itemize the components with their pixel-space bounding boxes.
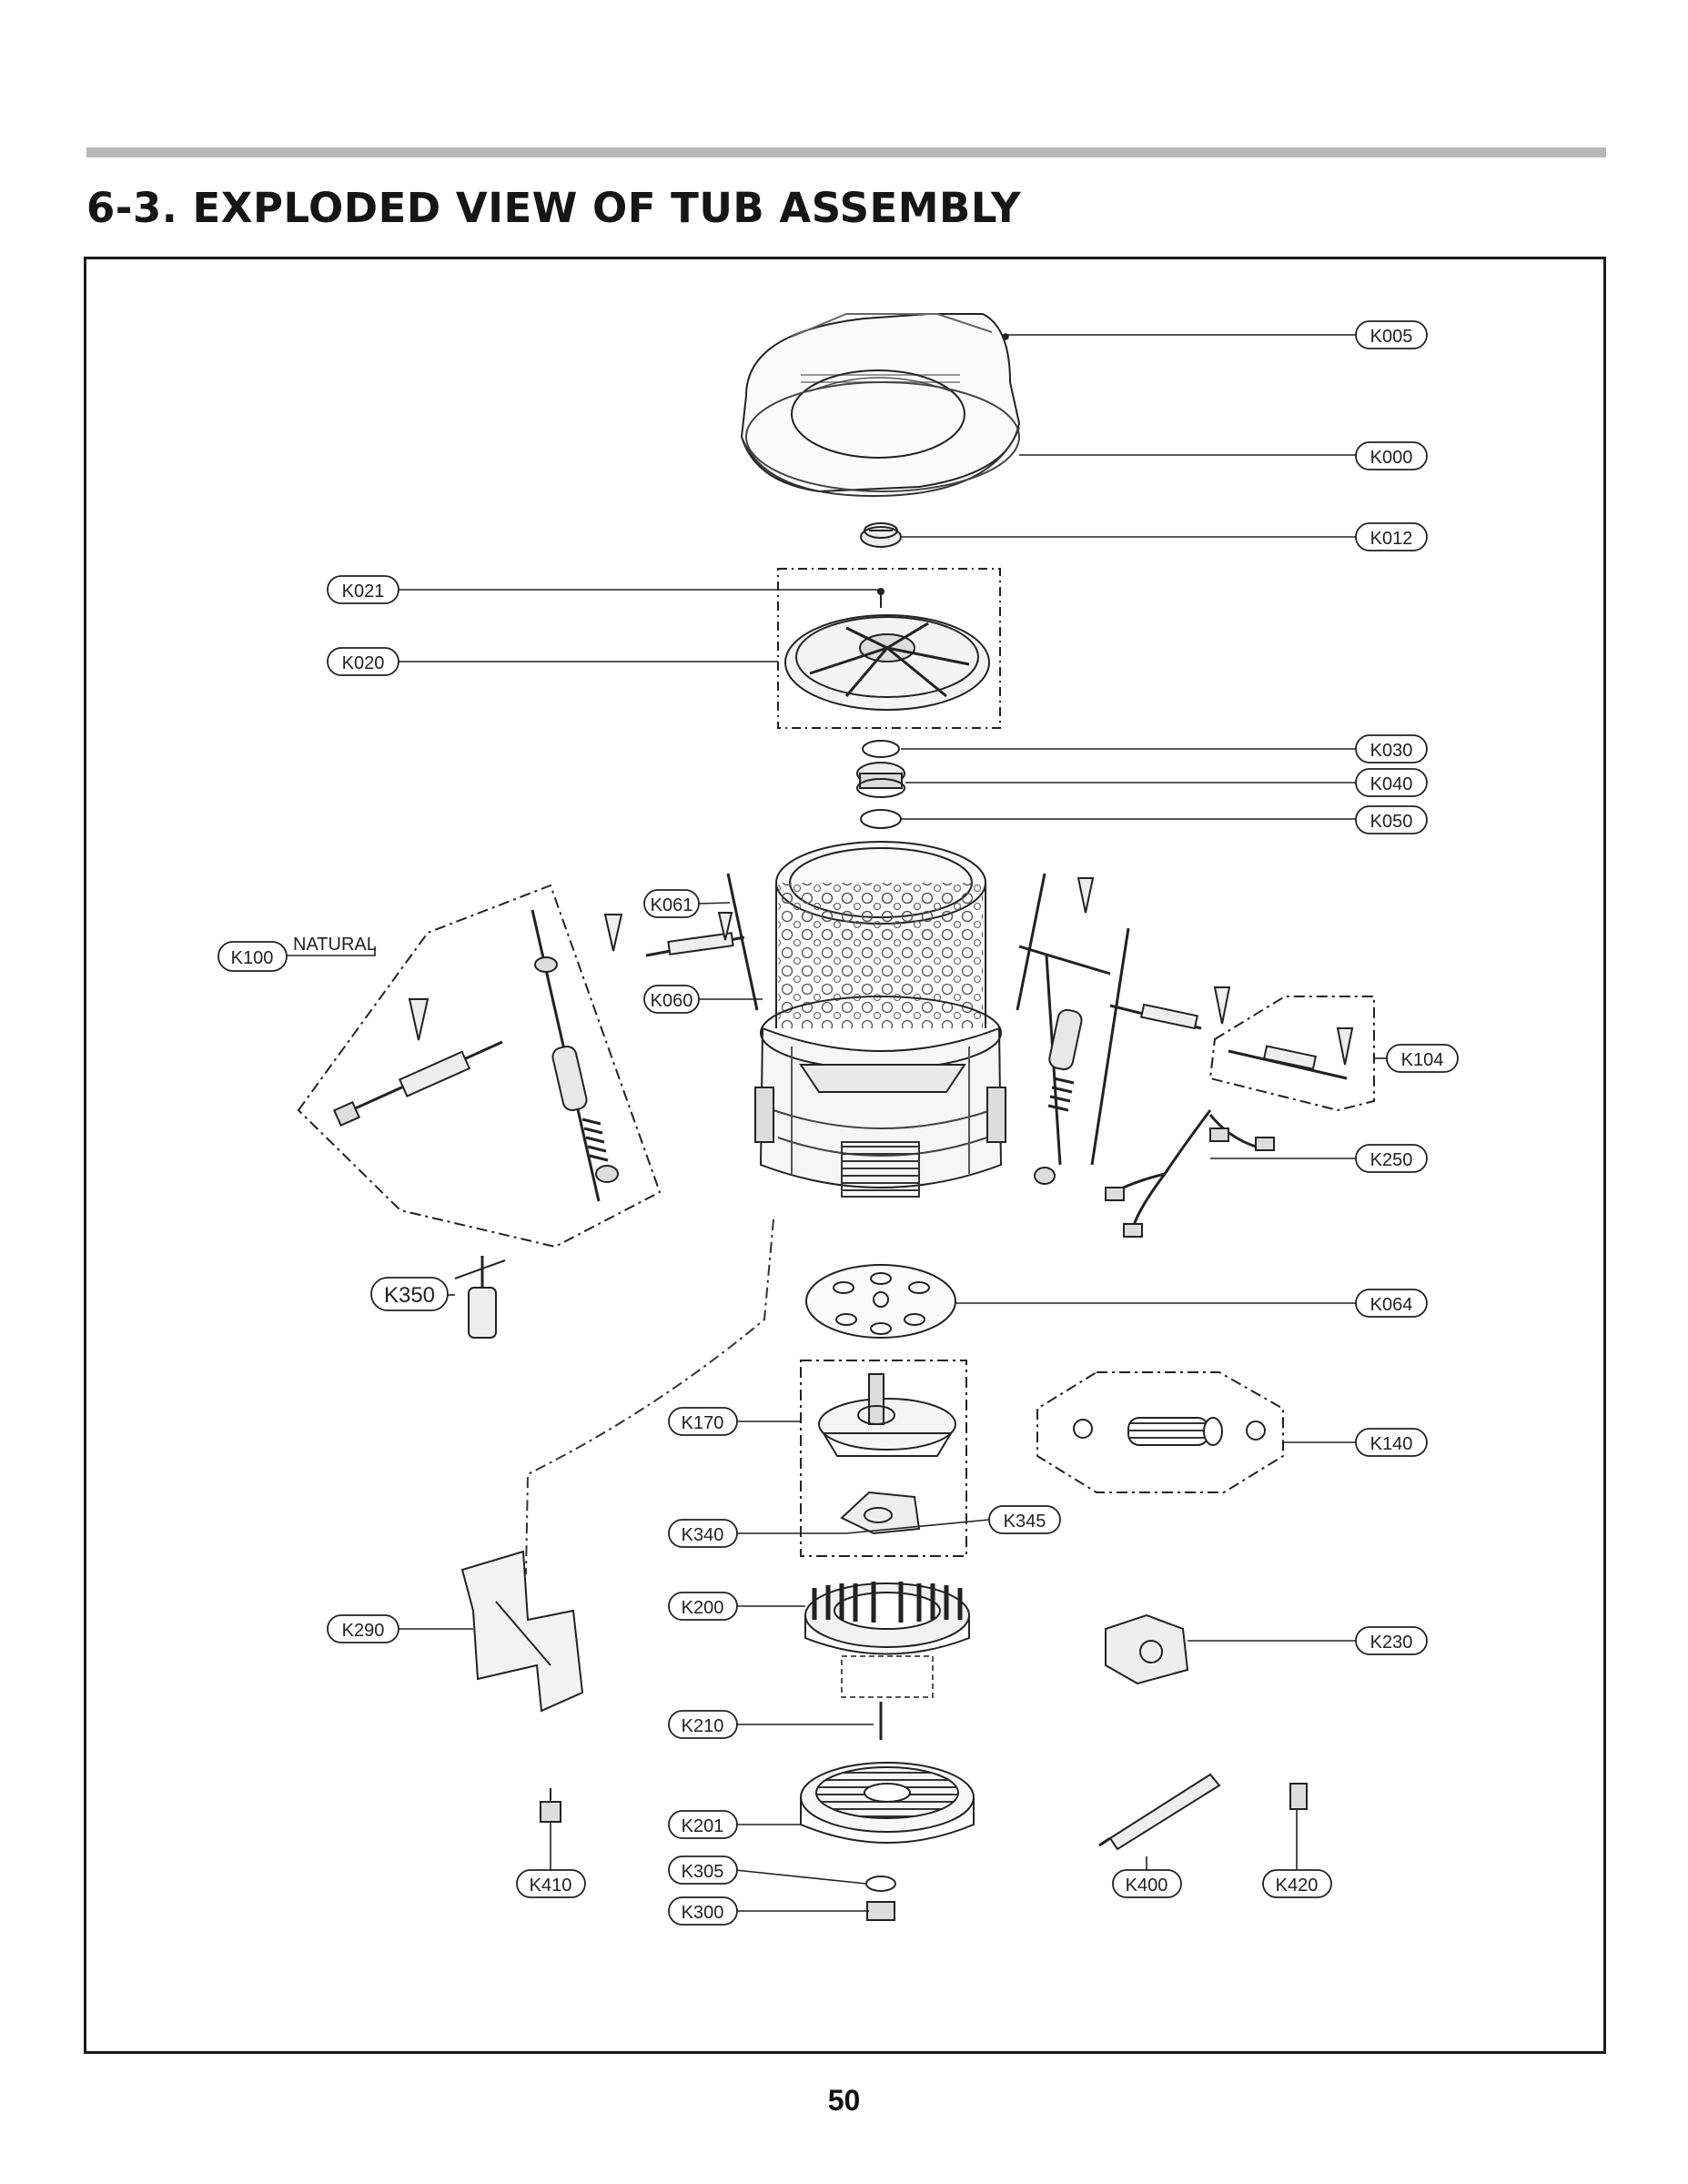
svg-text:K012: K012 — [1370, 529, 1413, 549]
callout-k250: K250 — [1355, 1144, 1428, 1173]
svg-text:K021: K021 — [342, 581, 385, 602]
svg-text:K300: K300 — [682, 1903, 724, 1923]
seal-ring — [862, 740, 900, 758]
callout-k400: K400 — [1112, 1869, 1182, 1898]
callout-k100: K100 — [217, 941, 288, 972]
bracket — [460, 1550, 584, 1713]
callout-k020: K020 — [327, 647, 399, 676]
svg-text:K340: K340 — [682, 1525, 724, 1545]
rotor-nut — [866, 1901, 895, 1921]
callout-k064: K064 — [1355, 1289, 1428, 1318]
callout-k201: K201 — [668, 1810, 738, 1839]
callout-k305: K305 — [668, 1855, 738, 1885]
svg-text:K064: K064 — [1370, 1295, 1413, 1315]
svg-text:K000: K000 — [1370, 448, 1413, 468]
rotor — [800, 1762, 975, 1844]
drain-hose — [1073, 1417, 1266, 1446]
tub-cover — [740, 313, 1021, 498]
clip — [1289, 1783, 1308, 1810]
svg-text:K290: K290 — [342, 1621, 385, 1641]
callout-k230: K230 — [1355, 1626, 1428, 1655]
callout-k410: K410 — [516, 1869, 586, 1898]
wire-harness — [1105, 1109, 1275, 1238]
svg-text:K040: K040 — [1370, 774, 1413, 794]
svg-text:K210: K210 — [682, 1716, 724, 1736]
svg-text:K100: K100 — [231, 948, 274, 968]
pulsator — [784, 588, 990, 711]
outer-tub — [754, 996, 1006, 1198]
callout-k061: K061 — [643, 889, 700, 918]
page-title: 6-3. EXPLODED VIEW OF TUB ASSEMBLY — [86, 184, 1022, 232]
callout-k210: K210 — [668, 1710, 738, 1739]
header-rule — [86, 147, 1606, 157]
diagram-frame — [84, 257, 1606, 2054]
clutch-assembly — [818, 1373, 956, 1457]
natural-note: NATURAL — [293, 935, 377, 955]
callout-k005: K005 — [1355, 320, 1428, 349]
callout-k340: K340 — [668, 1519, 738, 1548]
svg-text:K200: K200 — [682, 1598, 724, 1618]
ground-sensor — [454, 1256, 506, 1339]
svg-text:K005: K005 — [1370, 327, 1413, 347]
pin-left — [408, 998, 430, 1041]
callout-k060: K060 — [643, 985, 700, 1014]
svg-text:K230: K230 — [1370, 1633, 1413, 1653]
callout-k050: K050 — [1355, 805, 1428, 834]
callout-k290: K290 — [327, 1614, 399, 1643]
callout-k200: K200 — [668, 1592, 738, 1621]
bearing-housing — [856, 762, 905, 798]
callout-k104: K104 — [1386, 1044, 1459, 1073]
damper-left — [332, 1040, 503, 1127]
callout-k170: K170 — [668, 1407, 738, 1436]
filter-cap — [860, 522, 902, 548]
svg-text:K201: K201 — [682, 1816, 724, 1836]
svg-text:K060: K060 — [651, 991, 693, 1011]
callout-k350: K350 — [370, 1277, 449, 1311]
washer — [860, 809, 902, 829]
svg-text:K020: K020 — [342, 653, 385, 673]
suspension-rod-left — [531, 909, 619, 1202]
tub-bottom-plate — [805, 1264, 956, 1339]
callout-k012: K012 — [1355, 522, 1428, 551]
callout-k030: K030 — [1355, 734, 1428, 763]
svg-text:K420: K420 — [1276, 1876, 1319, 1896]
svg-text:K250: K250 — [1370, 1150, 1413, 1170]
svg-text:K345: K345 — [1004, 1512, 1046, 1532]
svg-text:K140: K140 — [1370, 1434, 1413, 1454]
svg-text:K350: K350 — [384, 1283, 435, 1308]
svg-text:K170: K170 — [682, 1413, 724, 1433]
svg-text:K104: K104 — [1401, 1050, 1444, 1070]
callout-k040: K040 — [1355, 768, 1428, 797]
svg-text:K400: K400 — [1126, 1876, 1168, 1896]
callout-k140: K140 — [1355, 1428, 1428, 1457]
level-sensor — [540, 1788, 561, 1823]
svg-text:K061: K061 — [651, 895, 693, 915]
callout-k300: K300 — [668, 1896, 738, 1926]
stator — [804, 1582, 970, 1698]
callout-k000: K000 — [1355, 441, 1428, 470]
callout-k345: K345 — [988, 1505, 1061, 1534]
svg-text:K050: K050 — [1370, 812, 1413, 832]
callout-k021: K021 — [327, 575, 399, 604]
damper-right — [1228, 1027, 1354, 1080]
svg-text:K410: K410 — [530, 1876, 572, 1896]
drain-pump — [1105, 1613, 1189, 1685]
callout-k420: K420 — [1262, 1869, 1332, 1898]
rotor-washer — [865, 1876, 896, 1892]
svg-text:K305: K305 — [682, 1862, 724, 1882]
svg-text:K030: K030 — [1370, 741, 1413, 761]
wash-drum — [775, 841, 986, 1028]
page-number: 50 — [827, 2084, 861, 2117]
heater — [1098, 1773, 1221, 1851]
